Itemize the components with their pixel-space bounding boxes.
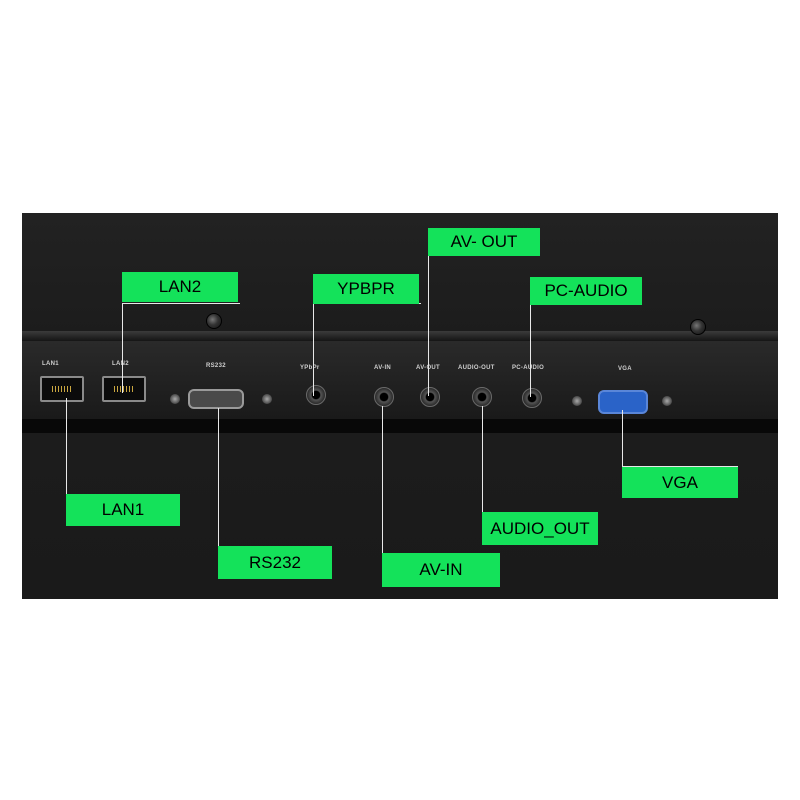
leader-vga-v [622, 410, 623, 466]
port-label-lan1: LAN1 [42, 361, 59, 367]
pc-audio-jack [522, 388, 542, 408]
port-label-rs232: RS232 [206, 363, 226, 369]
leader-lan2-v [122, 303, 123, 393]
callout-audio-out: AUDIO_OUT [482, 512, 598, 545]
leader-vga-h [622, 466, 738, 467]
mounting-screw-right [690, 319, 706, 335]
leader-av-in-v [382, 406, 383, 554]
callout-pc-audio: PC-AUDIO [530, 277, 642, 305]
callout-vga: VGA [622, 467, 738, 498]
mounting-screw-left [206, 313, 222, 329]
port-label-av-out: AV-OUT [416, 365, 440, 371]
vga-screw-right [662, 396, 672, 406]
panel-edge [22, 331, 778, 341]
port-label-pc-audio: PC-AUDIO [512, 365, 545, 371]
leader-ypbpr-v [313, 303, 314, 396]
port-label-audio-out: AUDIO-OUT [458, 365, 495, 371]
rs232-screw-right [262, 394, 272, 404]
leader-rs232-v [218, 408, 219, 548]
callout-ypbpr: YPBPR [313, 274, 419, 304]
leader-pc-audio-v [530, 303, 531, 397]
port-label-ypbpr: YPbPr [300, 365, 320, 371]
panel-gap [22, 419, 778, 433]
rs232-screw-left [170, 394, 180, 404]
leader-audio-out-v [482, 406, 483, 512]
port-label-av-in: AV-IN [374, 365, 392, 371]
leader-av-out-v [428, 253, 429, 396]
callout-av-in: AV-IN [382, 553, 500, 587]
av-in-jack [374, 387, 394, 407]
connector-panel-photo: LAN1 LAN2 RS232 YPbPr AV-IN AV-OUT AUDIO… [22, 213, 778, 599]
callout-rs232: RS232 [218, 546, 332, 579]
lan1-port [40, 376, 84, 402]
rs232-port [188, 389, 244, 409]
callout-lan1: LAN1 [66, 494, 180, 526]
port-label-vga: VGA [618, 366, 632, 372]
ypbpr-jack [306, 385, 326, 405]
callout-lan2: LAN2 [122, 272, 238, 302]
vga-screw-left [572, 396, 582, 406]
av-out-jack [420, 387, 440, 407]
callout-av-out: AV- OUT [428, 228, 540, 256]
leader-lan2-h [122, 303, 240, 304]
vga-port [598, 390, 648, 414]
port-strip [22, 341, 778, 419]
port-label-lan2: LAN2 [112, 361, 129, 367]
audio-out-jack [472, 387, 492, 407]
leader-lan1-v [66, 398, 67, 498]
lan2-port [102, 376, 146, 402]
